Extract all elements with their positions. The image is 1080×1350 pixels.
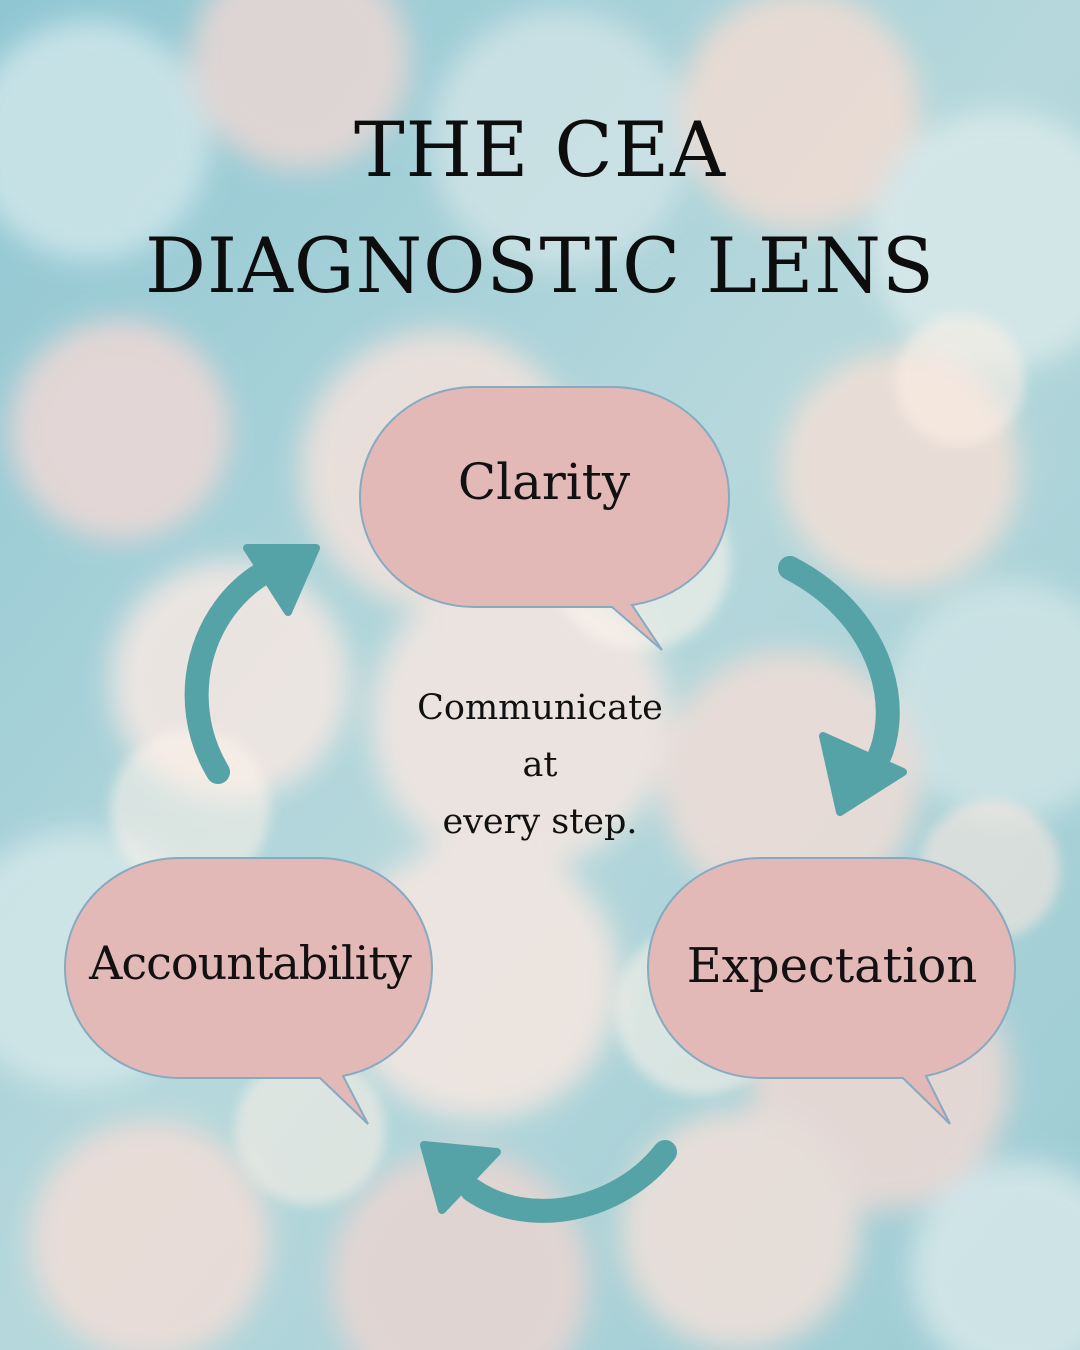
arrow-expectation-to-accountability: [420, 1140, 677, 1223]
bubble-accountability: [63, 857, 434, 1125]
bubble-expectation: [646, 857, 1017, 1125]
bubble-clarity: [358, 386, 731, 651]
title-line-1: THE CEA: [353, 105, 727, 194]
title-line-2: DIAGNOSTIC LENS: [145, 221, 935, 310]
label-accountability: Accountability: [89, 936, 412, 990]
center-line-2: at: [522, 745, 558, 785]
arrow-accountability-to-clarity: [184, 544, 320, 784]
label-clarity: Clarity: [457, 453, 631, 511]
center-line-1: Communicate: [417, 688, 663, 728]
label-expectation: Expectation: [686, 938, 978, 994]
center-message: Communicate at every step.: [360, 680, 720, 851]
center-line-3: every step.: [442, 802, 638, 842]
arrow-clarity-to-expectation: [778, 556, 907, 816]
